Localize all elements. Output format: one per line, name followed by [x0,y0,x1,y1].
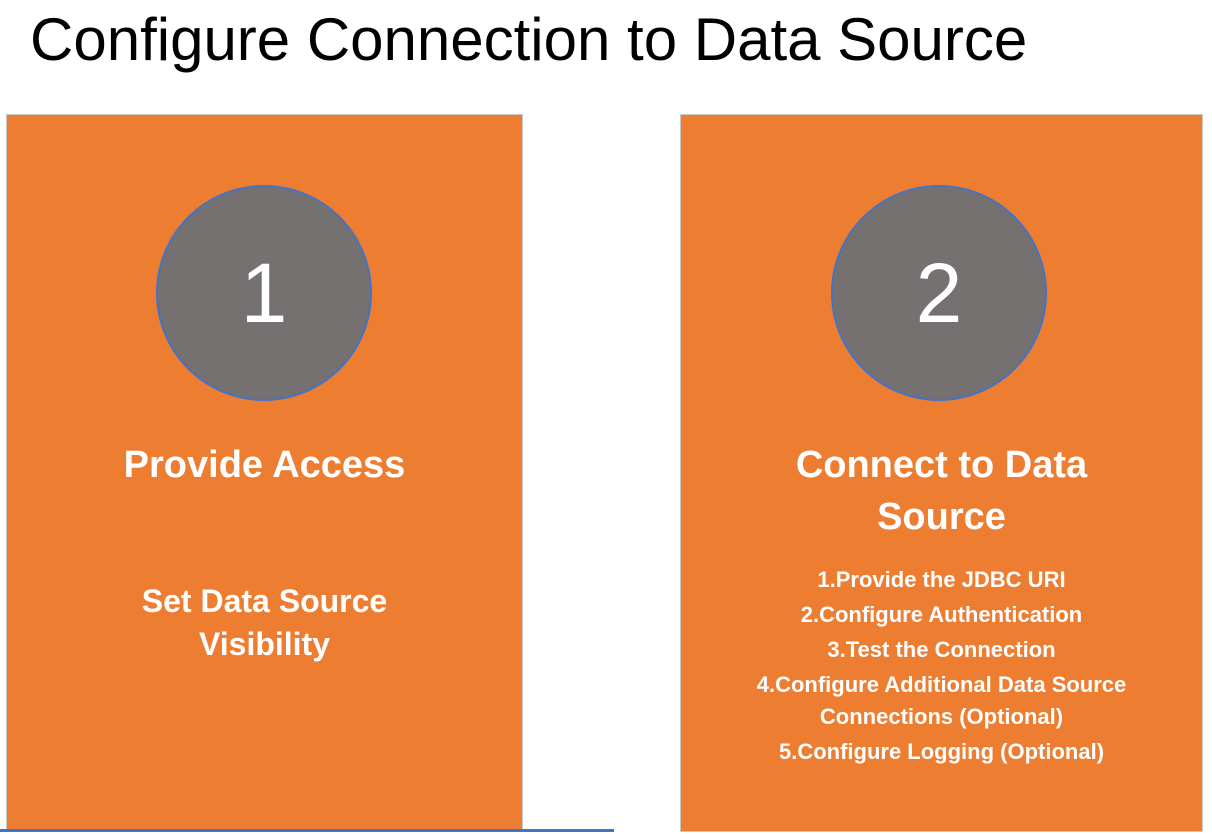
substep-item: 5.Configure Logging (Optional) [778,739,1105,764]
substep-item: 1.Provide the JDBC URI [817,567,1066,592]
step-card-connect-to-data-source: 2 Connect to Data Source 1.Provide the J… [680,114,1203,832]
step-card-provide-access: 1 Provide Access Set Data Source Visibil… [6,114,523,832]
step-number-circle: 2 [831,185,1047,401]
substep-item: 3.Test the Connection [827,637,1056,662]
step-number-circle: 1 [156,185,372,401]
step-title: Provide Access [123,444,406,486]
divider-line [0,829,614,832]
step-substeps-list: 1.Provide the JDBC URI 2.Configure Authe… [721,564,1162,771]
step-title: Connect to Data Source [795,444,1088,538]
page-title: Configure Connection to Data Source [30,6,1028,73]
substep-item: 4.Configure Additional Data Source Conne… [756,672,1127,729]
step-subtitle: Set Data Source Visibility [141,583,388,662]
substep-item: 2.Configure Authentication [800,602,1083,627]
